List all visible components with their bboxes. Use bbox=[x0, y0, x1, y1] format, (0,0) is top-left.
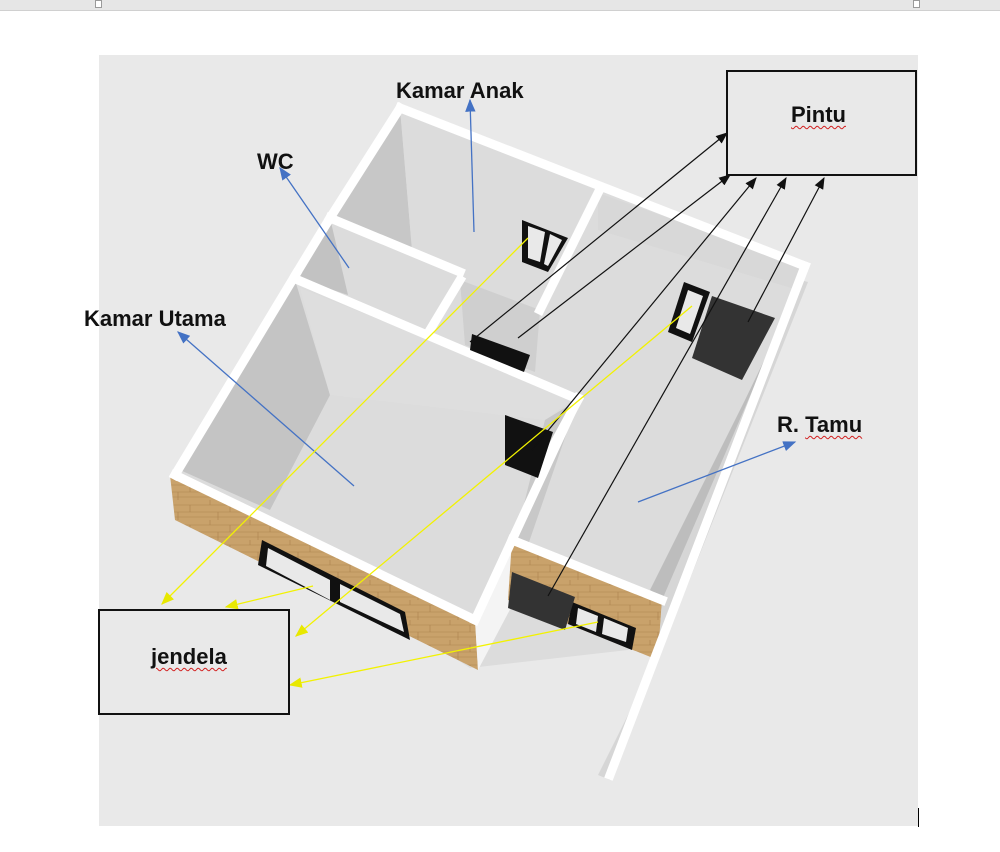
arrow-kamar-utama bbox=[177, 331, 355, 487]
arrow-pintu-kamar-utama bbox=[531, 177, 757, 451]
door-kamar-utama bbox=[505, 415, 553, 478]
wall-face-kamar-anak-left bbox=[330, 108, 412, 250]
wall-tops bbox=[168, 101, 811, 781]
label-jendela: jendela bbox=[151, 644, 227, 669]
wall-face-kamar-utama-back bbox=[300, 288, 575, 420]
blue-annotation-arrows bbox=[177, 98, 797, 503]
black-annotation-arrows bbox=[469, 132, 825, 597]
arrow-jendela-tamu-back bbox=[295, 305, 693, 637]
arrow-pintu-wc bbox=[469, 132, 728, 343]
door-wc bbox=[470, 334, 530, 372]
wall-face-tamu-right bbox=[650, 266, 805, 600]
wall-front-corner bbox=[475, 540, 515, 670]
yellow-annotation-arrows bbox=[161, 237, 693, 688]
arrow-pintu-main bbox=[547, 176, 787, 597]
wall-face-wc-left bbox=[298, 218, 348, 295]
arrow-jendela-front-utama bbox=[224, 585, 314, 610]
window-ruang-tamu-back bbox=[668, 282, 710, 342]
arrow-pintu-tamu bbox=[747, 176, 825, 323]
callout-box-pintu: Pintu bbox=[726, 70, 917, 176]
label-pintu: Pintu bbox=[791, 102, 846, 127]
window-kamar-anak bbox=[522, 220, 568, 272]
arrow-wc bbox=[279, 166, 350, 269]
arrow-r-tamu bbox=[637, 441, 797, 503]
ruler-indent-marker-left[interactable] bbox=[95, 0, 102, 8]
arrow-pintu-kamar-anak bbox=[517, 174, 731, 339]
label-kamar-utama: Kamar Utama bbox=[84, 306, 226, 331]
door-main-entrance bbox=[508, 572, 575, 630]
arrow-jendela-tamu-front bbox=[288, 621, 599, 688]
ruler-indent-marker-right[interactable] bbox=[913, 0, 920, 8]
arrow-kamar-anak bbox=[465, 98, 476, 233]
label-r-tamu-prefix: R. bbox=[777, 412, 806, 437]
label-kamar-anak: Kamar Anak bbox=[396, 78, 524, 103]
label-r-tamu: Tamu bbox=[805, 412, 863, 437]
arrow-jendela-kamar-anak bbox=[161, 237, 529, 605]
label-wc: WC bbox=[257, 149, 294, 174]
window-kamar-utama-front bbox=[258, 540, 410, 640]
callout-box-jendela: jendela bbox=[98, 609, 290, 715]
text-cursor bbox=[918, 808, 919, 827]
wall-face-kamar-anak-back bbox=[400, 108, 598, 250]
wall-face-tamu-back bbox=[598, 193, 805, 290]
door-ruang-tamu-back bbox=[692, 296, 775, 380]
document-ruler bbox=[0, 0, 1000, 11]
label-r-tamu-wrap: R. Tamu bbox=[777, 412, 862, 438]
wall-face-kamar-utama-left bbox=[180, 280, 330, 510]
